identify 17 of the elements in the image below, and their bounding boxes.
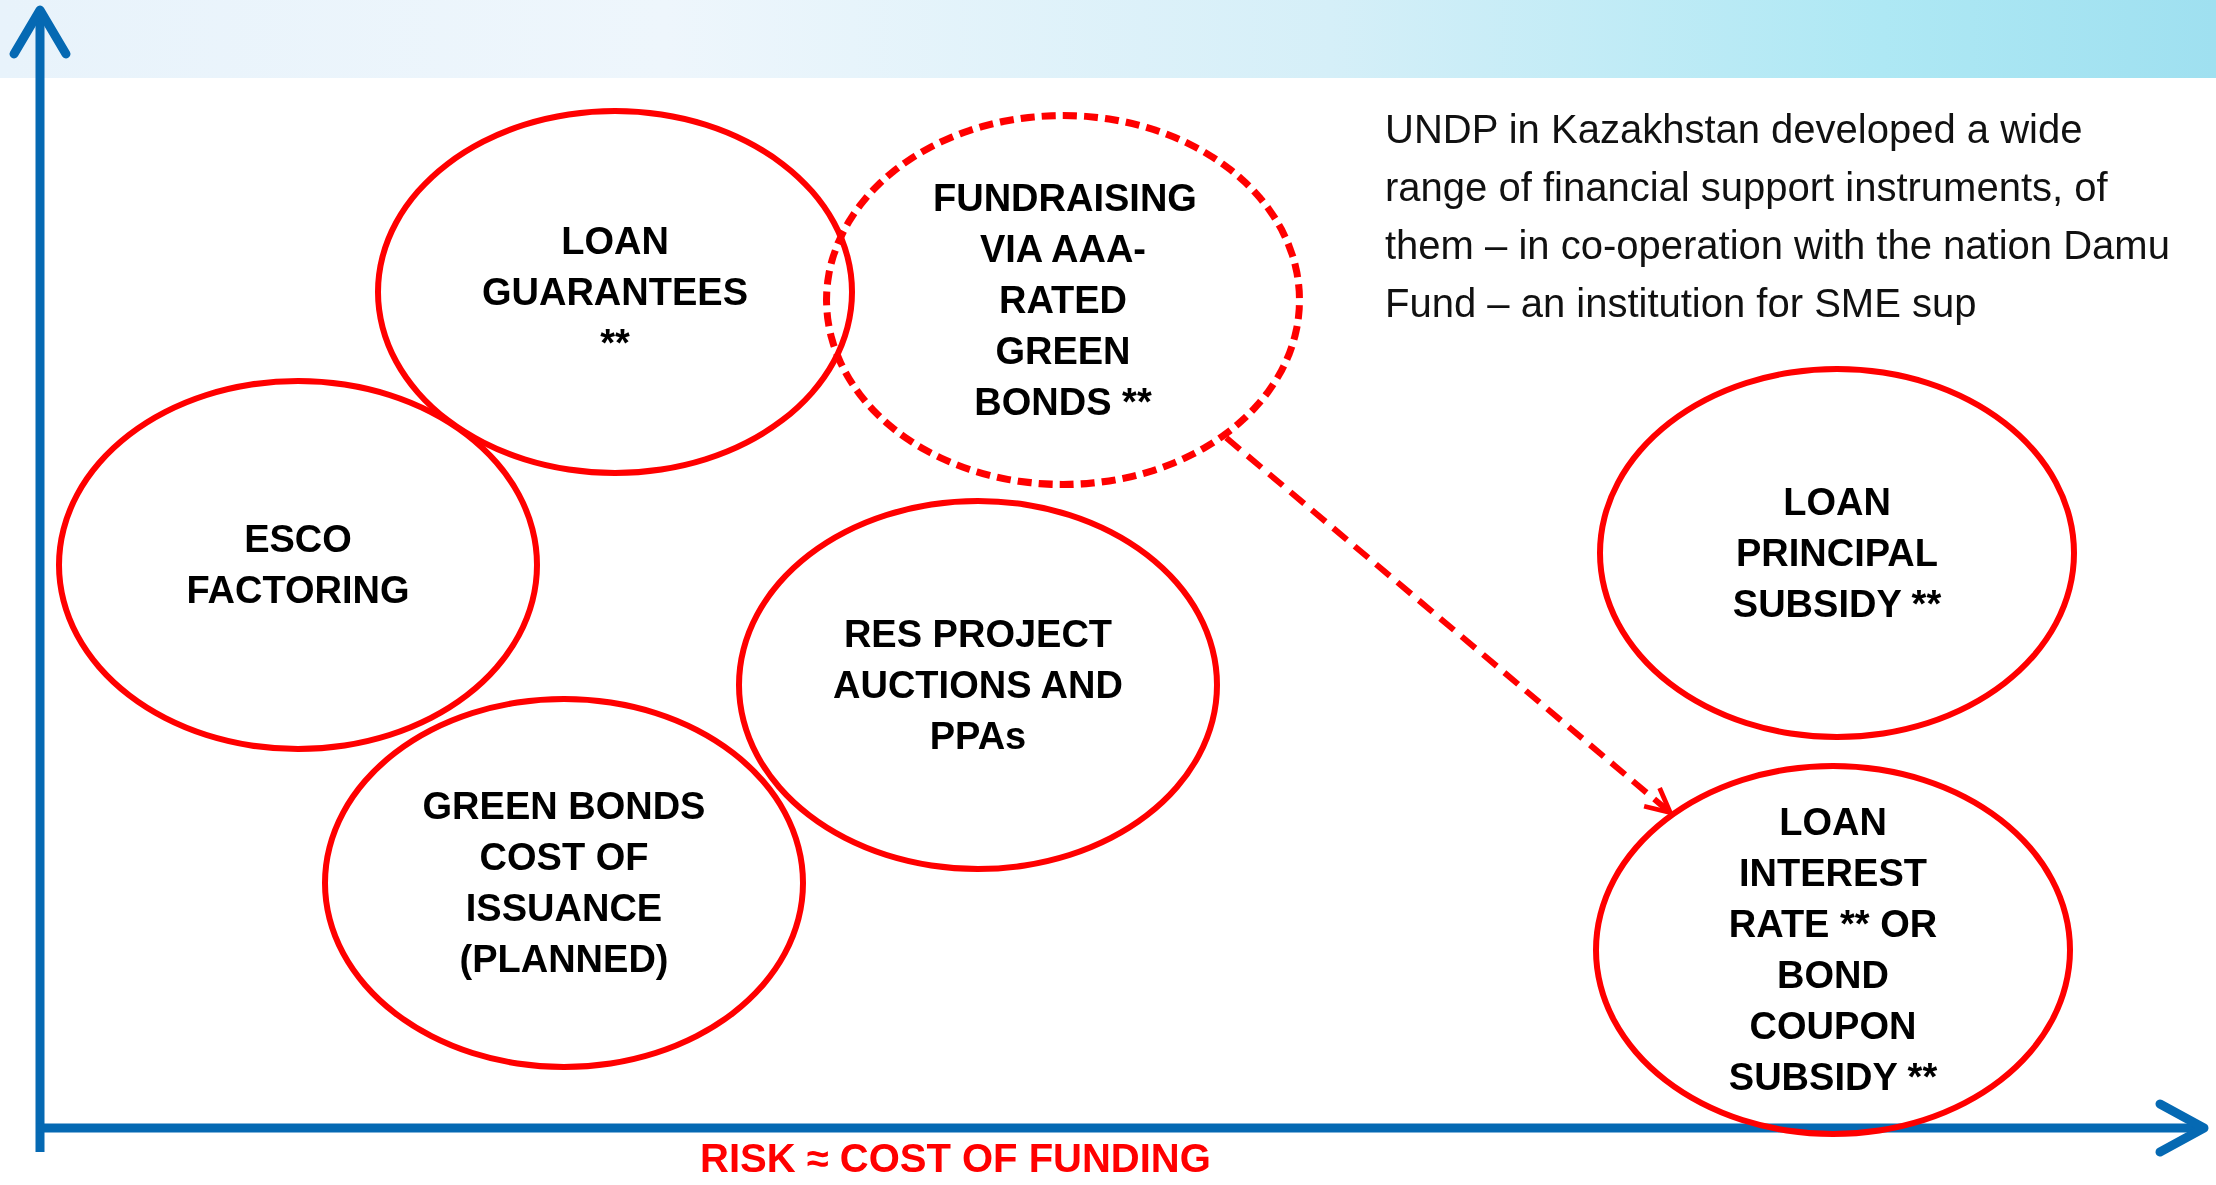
description-paragraph: UNDP in Kazakhstan developed a wide range of financial support instruments, of them – in co-operation with the nation Damu Fund – an institution for SME sup: [1385, 106, 2171, 327]
instrument-ellipse: [823, 112, 1303, 488]
instrument-label: LOAN GUARANTEES **: [481, 218, 749, 366]
arrow: [1224, 435, 1673, 815]
instrument-ellipse: [1593, 763, 2073, 1137]
instrument-label: RES PROJECT AUCTIONS AND PPAs: [832, 611, 1124, 759]
instrument-ellipse: [1597, 366, 2077, 740]
instrument-label: GREEN BONDS COST OF ISSUANCE (PLANNED): [421, 784, 707, 982]
instrument-label: LOAN INTEREST RATE ** OR BOND COUPON SUBSIDY **: [1727, 800, 1939, 1100]
instrument-ellipse: [375, 108, 855, 476]
axis-label: RISK ≈ COST OF FUNDING: [700, 1136, 1211, 1181]
instrument-label: FUNDRAISING VIA AAA-RATED GREEN BONDS **: [933, 175, 1193, 425]
instrument-ellipse: [56, 378, 540, 752]
instrument-label: LOAN PRINCIPAL SUBSIDY **: [1731, 479, 1943, 627]
instrument-label: ESCO FACTORING: [185, 517, 411, 613]
instrument-ellipse: [736, 498, 1220, 872]
instrument-ellipse: [322, 696, 806, 1070]
